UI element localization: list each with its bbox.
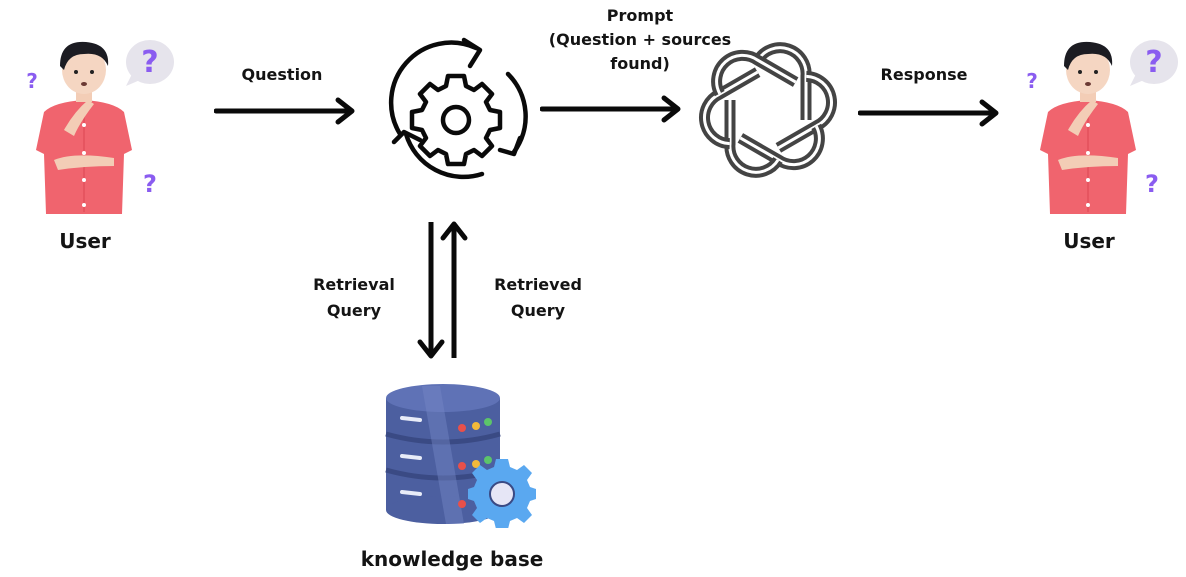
user-left-node: ? ? ? (14, 30, 184, 220)
retrieved-query-arrow (440, 221, 468, 358)
database-gear-icon (385, 384, 536, 528)
response-arrow (858, 99, 999, 127)
retrieval-query-line1: Retrieval (313, 275, 395, 294)
svg-text:?: ? (26, 69, 38, 93)
thinking-user-icon: ? ? ? (26, 40, 174, 214)
retrieval-query-label: Retrieval Query (296, 272, 412, 324)
retrieval-arrows (417, 221, 468, 359)
question-label: Question (241, 65, 323, 84)
svg-text:?: ? (1145, 170, 1159, 198)
prompt-label-line2: (Question + sources (548, 30, 732, 49)
response-label: Response (880, 65, 968, 84)
user-left-label: User (59, 229, 111, 253)
retrieved-query-line2: Query (510, 301, 566, 320)
retrieval-query-line2: Query (326, 301, 382, 320)
svg-text:?: ? (143, 170, 157, 198)
retrieved-query-label: Retrieved Query (478, 272, 598, 324)
svg-text:?: ? (1145, 45, 1162, 80)
prompt-label-line3: found) (610, 54, 670, 73)
gear-cycle-icon (388, 37, 528, 180)
prompt-label: Prompt (Question + sources found) (540, 4, 740, 76)
openai-logo-icon (698, 40, 838, 180)
prompt-label-line1: Prompt (606, 6, 674, 25)
knowledge-base-label: knowledge base (360, 547, 544, 571)
svg-text:?: ? (141, 45, 158, 80)
retrieved-query-line1: Retrieved (494, 275, 582, 294)
user-right-label: User (1063, 229, 1115, 253)
prompt-arrow (540, 95, 681, 123)
question-arrow (214, 97, 355, 125)
retrieval-query-arrow (417, 222, 445, 359)
svg-text:?: ? (1026, 69, 1038, 93)
user-right-node: ? ? ? (1018, 30, 1186, 220)
thinking-user-icon: ? ? ? (1026, 40, 1178, 214)
